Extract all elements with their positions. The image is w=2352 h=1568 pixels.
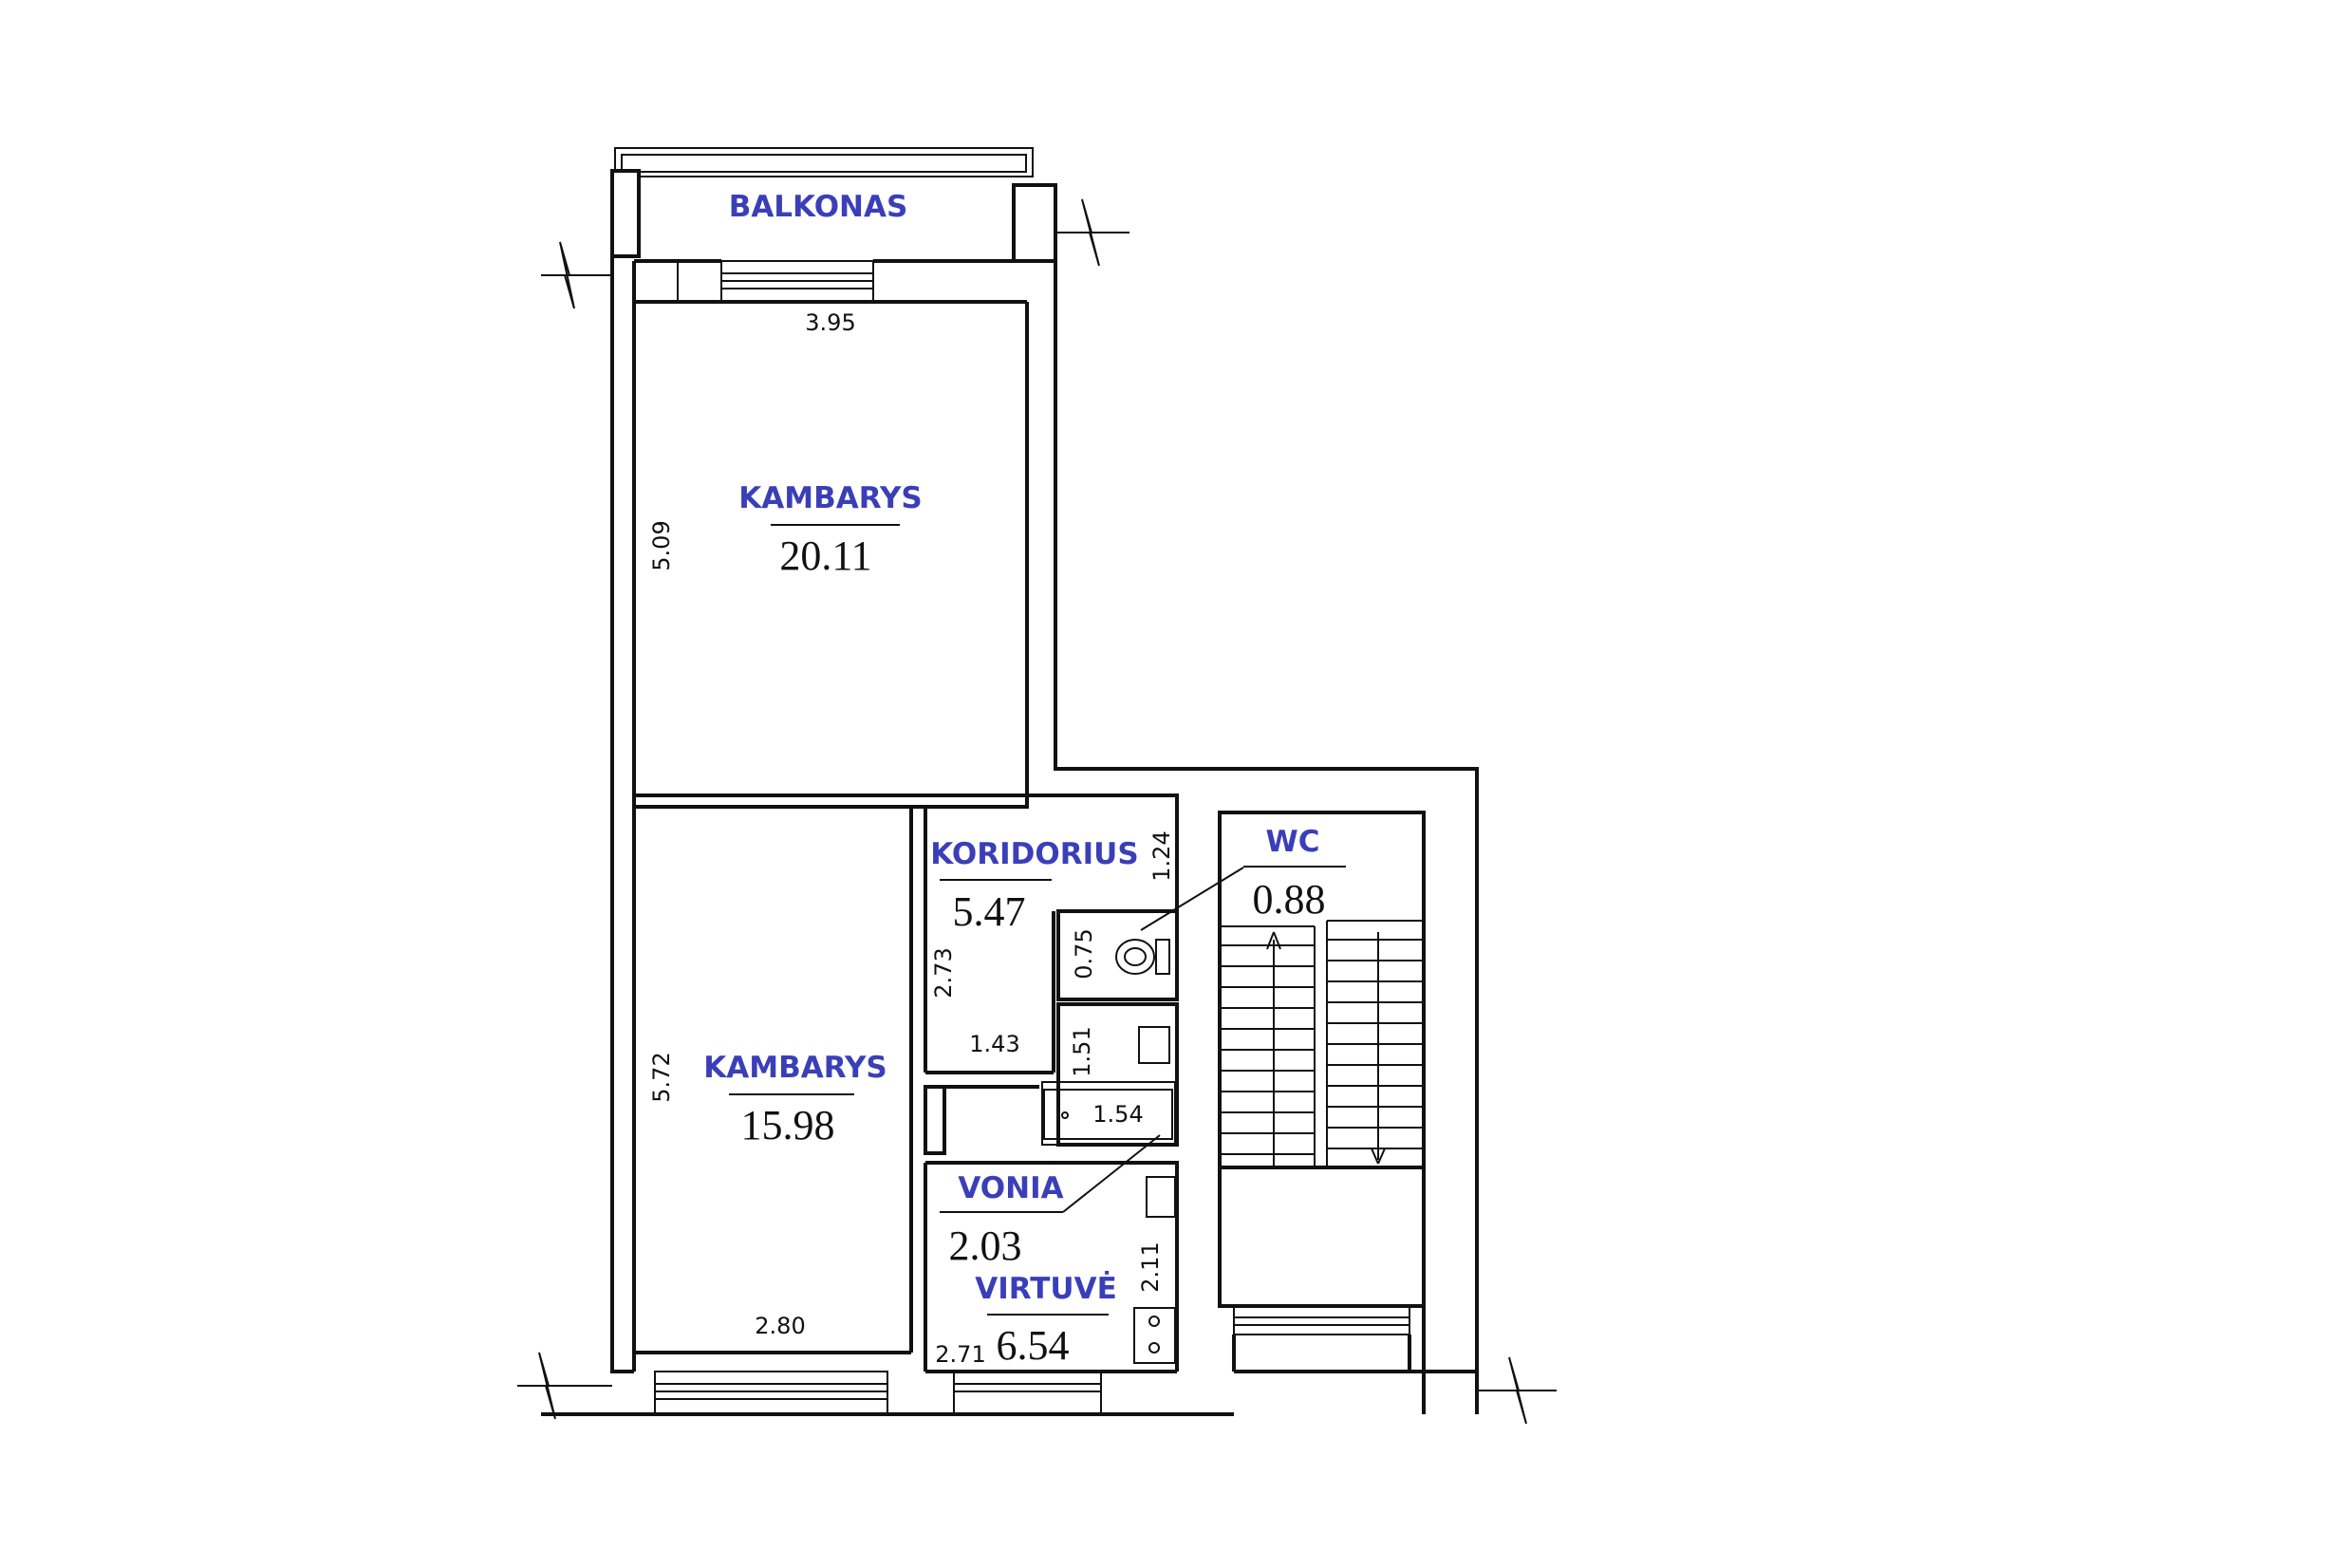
balcony-railing	[614, 147, 1034, 177]
label-kambarys-bottom: KAMBARYS	[703, 1051, 887, 1085]
bath-sink	[1138, 1026, 1170, 1064]
label-balkonas: BALKONAS	[729, 190, 908, 224]
toilet-bowl	[1115, 939, 1155, 975]
area-kambarys-top: 20.11	[779, 532, 871, 579]
dim-wc-depth: 0.75	[1071, 928, 1097, 979]
label-kambarys-top: KAMBARYS	[738, 481, 922, 515]
window-lower-room	[654, 1371, 888, 1415]
break-mark-bottom-right	[1477, 1356, 1557, 1425]
stair-step	[1377, 1148, 1386, 1165]
stair-entrance	[1233, 1305, 1410, 1335]
kitchen-sink	[1146, 1176, 1176, 1218]
dim-bottom-room-length: 5.72	[648, 1052, 675, 1102]
vonia-wall-stub	[924, 1085, 946, 1155]
window-kitchen	[953, 1371, 1102, 1415]
partition-rooms	[632, 793, 1029, 809]
stair-step	[1266, 931, 1275, 950]
dim-vonia-length: 1.51	[1069, 1026, 1095, 1076]
area-kambarys-bottom: 15.98	[741, 1102, 835, 1148]
label-wc: WC	[1266, 825, 1320, 859]
kitchen-stove	[1133, 1307, 1176, 1364]
label-koridorius: KORIDORIUS	[930, 837, 1138, 871]
leader-wc	[1140, 867, 1244, 931]
dim-koridorius-width: 1.43	[969, 1031, 1019, 1057]
left-outer-wall	[610, 171, 634, 1373]
break-mark-top-left	[541, 241, 612, 309]
stair-step	[1273, 931, 1281, 950]
dim-top-room-width: 3.95	[805, 309, 855, 336]
bathtub	[1043, 1089, 1173, 1140]
toilet-tank	[1155, 939, 1170, 975]
dim-bottom-room-width: 2.80	[755, 1313, 805, 1339]
label-vonia: VONIA	[958, 1171, 1063, 1205]
stair-step	[1371, 1148, 1379, 1165]
dim-virtuve-length: 2.11	[1137, 1241, 1164, 1292]
dim-koridorius-side: 1.24	[1148, 831, 1175, 881]
wc-box	[1056, 909, 1179, 1001]
area-koridorius: 5.47	[953, 888, 1026, 935]
dim-top-room-length: 5.09	[648, 520, 675, 570]
stair-flights	[1220, 920, 1424, 1167]
balcony-right-wall	[1012, 183, 1057, 263]
break-mark-bottom-left	[517, 1352, 612, 1420]
break-mark-top-right	[1055, 198, 1129, 267]
area-virtuve: 6.54	[997, 1322, 1070, 1369]
label-virtuve: VIRTUVĖ	[975, 1272, 1117, 1306]
dim-virtuve-width: 2.71	[935, 1341, 985, 1368]
walls	[517, 147, 1557, 1425]
area-vonia: 2.03	[949, 1223, 1022, 1269]
leader-vonia	[1062, 1134, 1161, 1213]
area-wc: 0.88	[1253, 876, 1326, 923]
balcony-railing-inner	[621, 154, 1027, 173]
dim-koridorius-length: 2.73	[930, 947, 957, 998]
balcony-left-wall	[610, 169, 641, 258]
dim-bath: 1.54	[1092, 1101, 1143, 1128]
